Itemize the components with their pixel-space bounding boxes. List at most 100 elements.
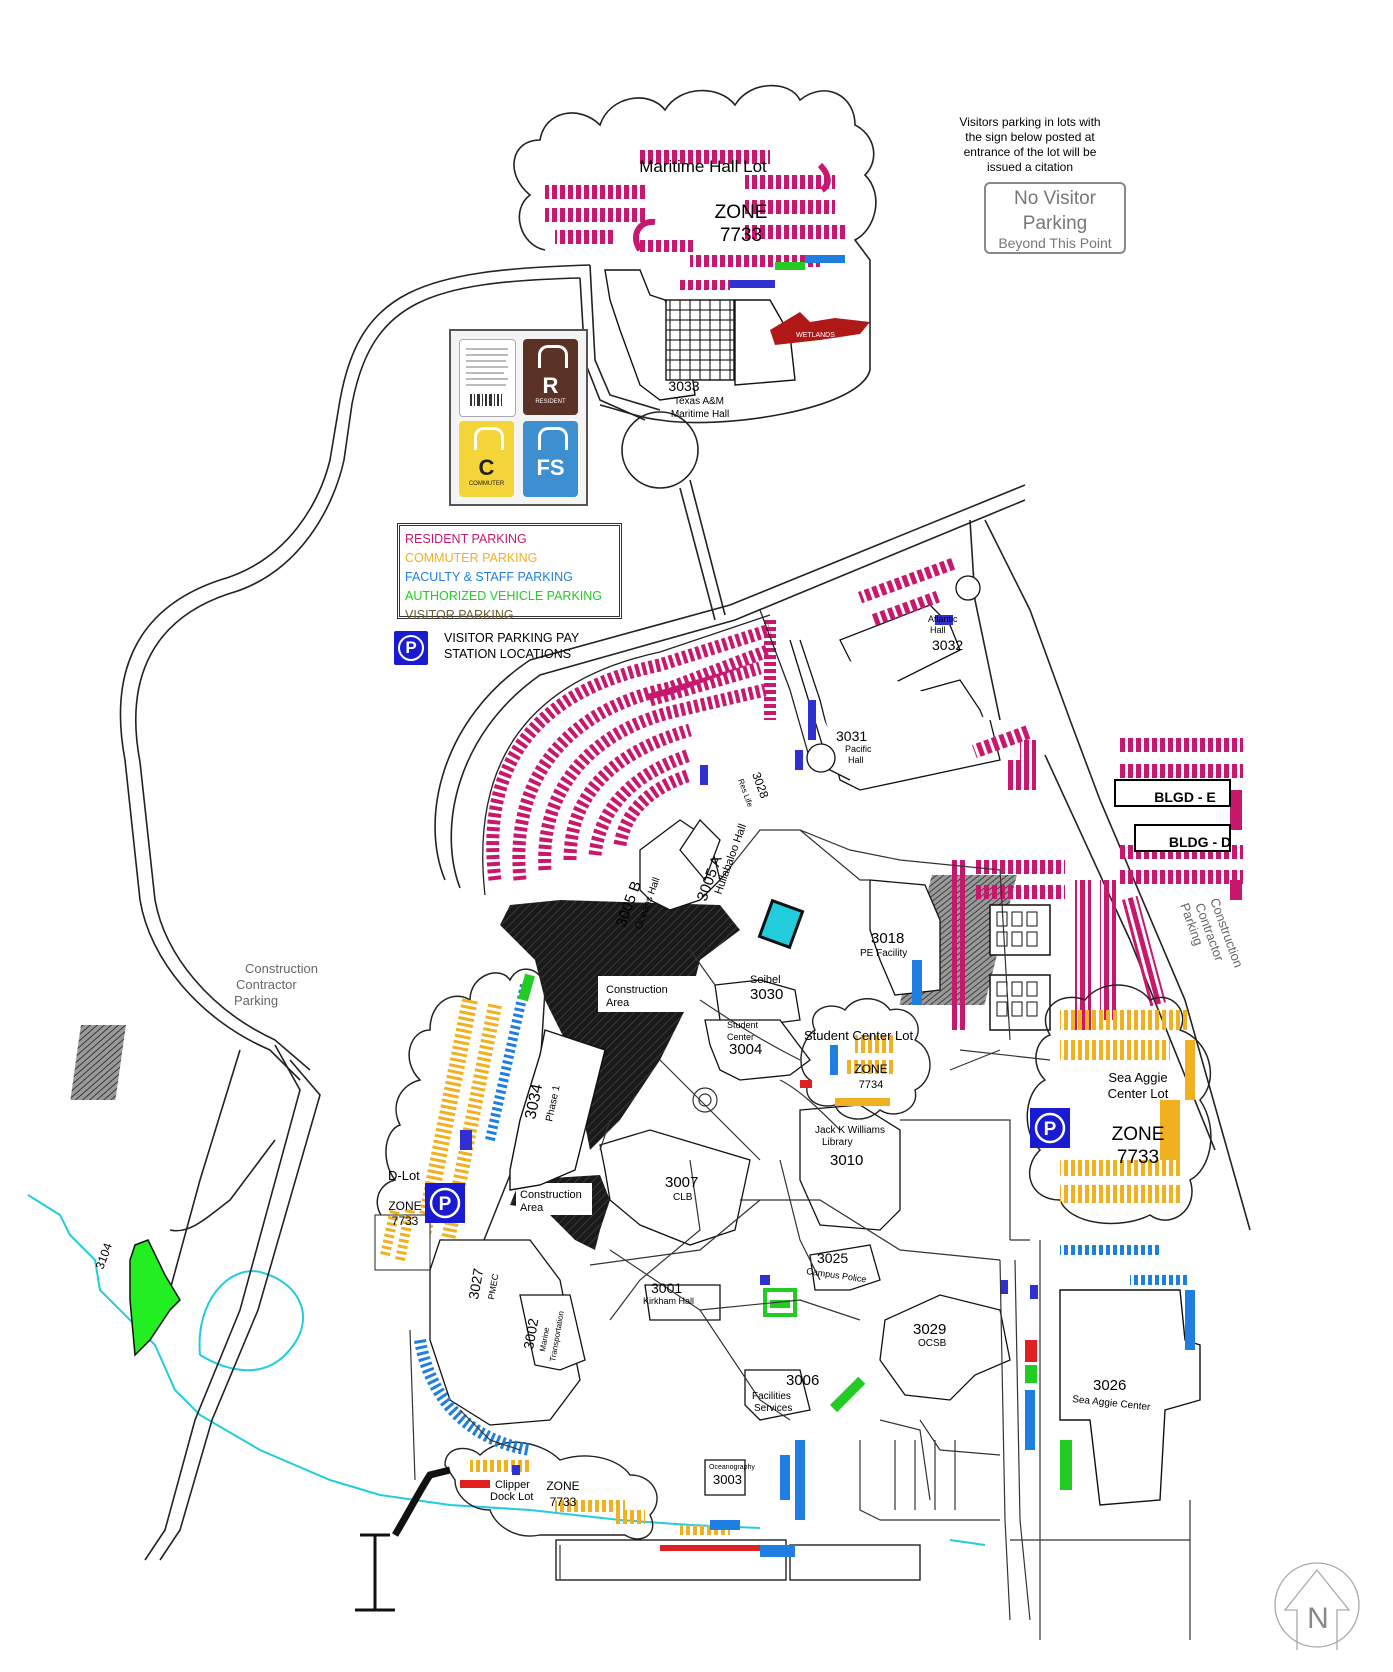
d-lot-zone-label: ZONE: [388, 1199, 421, 1213]
atlantic-resident-stalls: [700, 557, 1036, 790]
parking-legend: RESIDENT PARKING COMMUTER PARKING FACULT…: [397, 523, 622, 622]
right-green-zone: [1025, 1365, 1037, 1383]
perimeter-road: [119, 264, 1251, 1561]
b3004-name1: Student: [727, 1020, 759, 1030]
b3033-name1: Texas A&M: [674, 396, 724, 407]
visitor-notice: Visitors parking in lots with the sign b…: [945, 115, 1115, 175]
sea-aggie-lot-label-2: Center Lot: [1108, 1086, 1169, 1101]
sign-line-2: Parking: [1022, 213, 1088, 234]
b3032-name2: Hall: [930, 625, 946, 635]
b3006-name2: Services: [754, 1403, 792, 1414]
b3003-name: Oceanography: [709, 1464, 755, 1471]
left-contractor-parking: [70, 1025, 126, 1100]
left-contractor-label-1: Construction: [245, 961, 318, 976]
b3033-num: 3033: [668, 378, 699, 394]
pay-station-symbol: P: [398, 635, 424, 661]
b3104-num: 3104: [93, 1241, 115, 1271]
sea-aggie-av-stalls: [1060, 1440, 1072, 1490]
b3004-num: 3004: [729, 1041, 762, 1058]
notice-line: entrance of the lot will be: [963, 145, 1097, 159]
student-center-zone-label: ZONE: [854, 1062, 887, 1076]
b3031-num: 3031: [836, 728, 867, 744]
construction-area-main: [500, 900, 740, 1150]
campus-buildings: [429, 818, 1011, 1581]
legend-visitor: VISITOR PARKING: [405, 608, 514, 622]
construction-small-label-1: Construction: [520, 1189, 582, 1201]
pay-station-legend-label: VISITOR PARKING PAY STATION LOCATIONS: [444, 630, 579, 662]
b3001-name: Kirkham Hall: [643, 1296, 694, 1306]
notice-line: issued a citation: [986, 160, 1074, 174]
pay-station-line-1: VISITOR PARKING PAY: [444, 631, 580, 645]
permit-commuter-letter: C: [478, 455, 495, 480]
wetlands-area: [770, 312, 870, 345]
b3010-num: 3010: [830, 1152, 863, 1169]
b3003-num: 3003: [713, 1472, 742, 1487]
b3025-num: 3025: [817, 1250, 848, 1266]
sea-aggie-lot: [1026, 984, 1212, 1285]
b3002-num: 3002: [520, 1317, 541, 1351]
construction-small-label-box: [516, 1183, 592, 1215]
legend-faculty-staff: FACULTY & STAFF PARKING: [405, 570, 573, 584]
clipper-label-1: Clipper: [495, 1479, 530, 1491]
b3006-name1: Facilities: [752, 1391, 791, 1402]
maritime-zone-num: 7733: [720, 225, 762, 246]
b3002-name1: Marine: [538, 1326, 551, 1352]
b3029-num: 3029: [913, 1321, 946, 1338]
legend-commuter: COMMUTER PARKING: [405, 551, 538, 565]
b3027-num: 3027: [465, 1267, 486, 1301]
construction-label-box: [598, 976, 698, 1012]
left-contractor-label-3: Parking: [234, 993, 278, 1008]
pay-station-symbol: P: [1044, 1119, 1057, 1140]
legend-authorized-vehicle: AUTHORIZED VEHICLE PARKING: [405, 589, 603, 603]
pe-fs-stalls: [912, 960, 922, 1005]
sea-aggie-center-building: [1059, 1289, 1201, 1506]
pay-station-legend-icon: P: [394, 631, 428, 665]
sea-aggie-fs-stalls: [1185, 1290, 1195, 1350]
sea-aggie-zone-label: ZONE: [1112, 1124, 1165, 1145]
sign-line-3: Beyond This Point: [998, 235, 1112, 251]
bldg-d-label: BLDG - D: [1169, 834, 1231, 850]
b3033-name2: Maritime Hall: [671, 409, 729, 420]
permit-faculty-letter: FS: [536, 455, 565, 480]
sign-line-1: No Visitor: [1013, 188, 1096, 209]
permit-text-lines: [466, 348, 508, 406]
construction-small-label-2: Area: [520, 1202, 544, 1214]
student-center-lot-label: Student Center Lot: [804, 1028, 914, 1043]
b3028-num: 3028: [749, 770, 771, 800]
construction-area-label-1: Construction: [606, 984, 668, 996]
phase1-building: [509, 1029, 606, 1191]
compass-icon: N: [1274, 1562, 1360, 1650]
b3031-name2: Hall: [848, 755, 864, 765]
walkway: [391, 1466, 451, 1537]
clipper-label-2: Dock Lot: [490, 1491, 533, 1503]
permit-resident-letter: R: [542, 373, 559, 398]
pay-station-line-2: STATION LOCATIONS: [444, 647, 572, 661]
b3031-name1: Pacific: [845, 744, 872, 754]
maritime-lot-label: Maritime Hall Lot: [639, 157, 767, 176]
pay-station-d-lot[interactable]: P: [425, 1183, 465, 1223]
b3001-num: 3001: [651, 1280, 682, 1296]
b3032-name1: Atlantic: [928, 614, 958, 624]
bldg-e-label: BLGD - E: [1154, 789, 1215, 805]
d-lot-zone-num: 7733: [392, 1214, 419, 1228]
b3018-num: 3018: [871, 930, 904, 947]
pay-station-sea-aggie[interactable]: P: [1030, 1108, 1070, 1148]
permit-samples: R RESIDENT C COMMUTER FS: [449, 329, 588, 506]
pe-resident-lots: [950, 860, 1166, 1031]
shoreline: [27, 1194, 986, 1546]
right-blue-stalls: [1025, 1390, 1035, 1450]
clipper-zone-label: ZONE: [546, 1479, 579, 1493]
b3007-name: CLB: [673, 1192, 693, 1203]
swimming-pool: [757, 898, 805, 950]
permit-visitor: [459, 339, 516, 417]
legend-resident: RESIDENT PARKING: [405, 532, 527, 546]
b3018-name: PE Facility: [860, 948, 907, 959]
permit-resident-caption: RESIDENT: [535, 399, 566, 405]
b3026-num: 3026: [1093, 1377, 1126, 1394]
maritime-resident-stalls: [545, 150, 845, 290]
permit-commuter-caption: COMMUTER: [468, 481, 505, 487]
maritime-lot-outline: [513, 84, 877, 621]
d-lot-label: D-Lot: [388, 1168, 420, 1183]
bldg-de-lots: [1114, 738, 1243, 900]
right-red-zone: [1025, 1340, 1037, 1362]
